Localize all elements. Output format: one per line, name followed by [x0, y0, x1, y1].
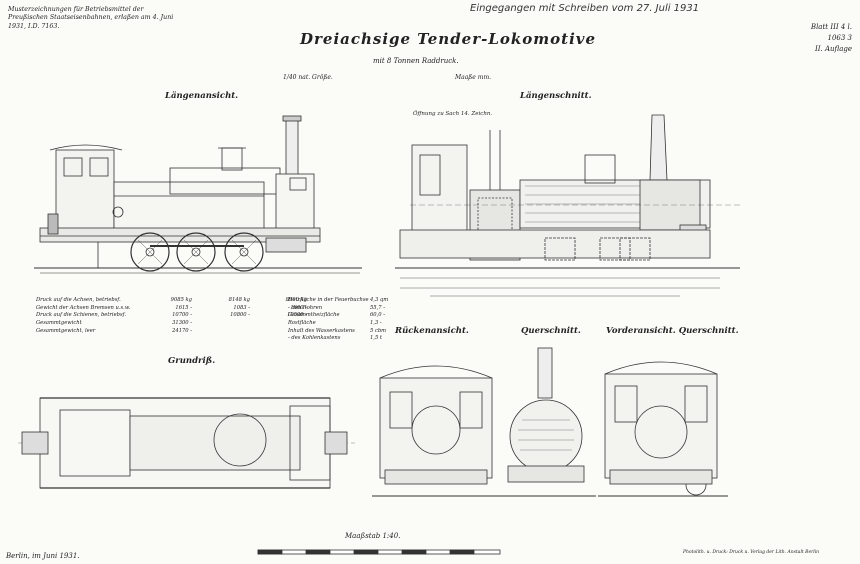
rear-view-drawing	[372, 365, 500, 497]
dimension-unit-note: Maaße mm.	[455, 74, 492, 81]
rear-view-label: Rückenansicht.	[395, 326, 469, 336]
place-date-note: Berlin, im Juni 1931.	[6, 552, 80, 560]
drawing-subtitle: mit 8 Tonnen Raddruck.	[373, 57, 459, 65]
table-row: Gewicht der Achsen Bremsen u.s.w.1615 -1…	[36, 304, 307, 311]
scale-bar-label: Maaßstab 1:40.	[345, 532, 401, 540]
drawing-series-note: Musterzeichnungen für Betriebsmittel der…	[8, 6, 174, 30]
longitudinal-section-drawing	[395, 114, 740, 297]
handwritten-receipt-note: Eingegangen mit Schreiben vom 27. Juli 1…	[470, 3, 700, 14]
plan-view-label: Grundriß.	[168, 356, 216, 366]
sheet-number: Blatt III 4 l.	[810, 23, 852, 31]
table-row: Druck auf die Schienen, betriebsf.10700 …	[36, 312, 307, 319]
printer-credit: Photolith. u. Druck: Druck u. Verlag der…	[683, 550, 820, 555]
edition: II. Auflage	[814, 45, 852, 53]
sheet-info: Blatt III 4 l. 1063 3 II. Auflage	[800, 22, 852, 55]
section-note: Öffnung zu Sach 14. Zeichn.	[413, 111, 493, 117]
side-elevation-drawing	[34, 115, 362, 274]
front-view-drawing	[598, 361, 728, 497]
section-view-label: Längenschnitt.	[520, 91, 592, 101]
plan-view-drawing	[18, 397, 355, 489]
sheet-code: 1063 3	[827, 34, 853, 42]
cross-section-drawing	[500, 347, 596, 497]
cross-section-label: Querschnitt.	[521, 326, 581, 336]
scale-note: 1/40 nat. Größe.	[283, 74, 333, 81]
scale-bar-drawing	[257, 549, 501, 555]
side-view-label: Längenansicht.	[165, 91, 239, 101]
front-view-label: Vorderansicht. Querschnitt.	[606, 326, 739, 336]
drawing-title: Dreiachsige Tender-Lokomotive	[300, 30, 597, 48]
